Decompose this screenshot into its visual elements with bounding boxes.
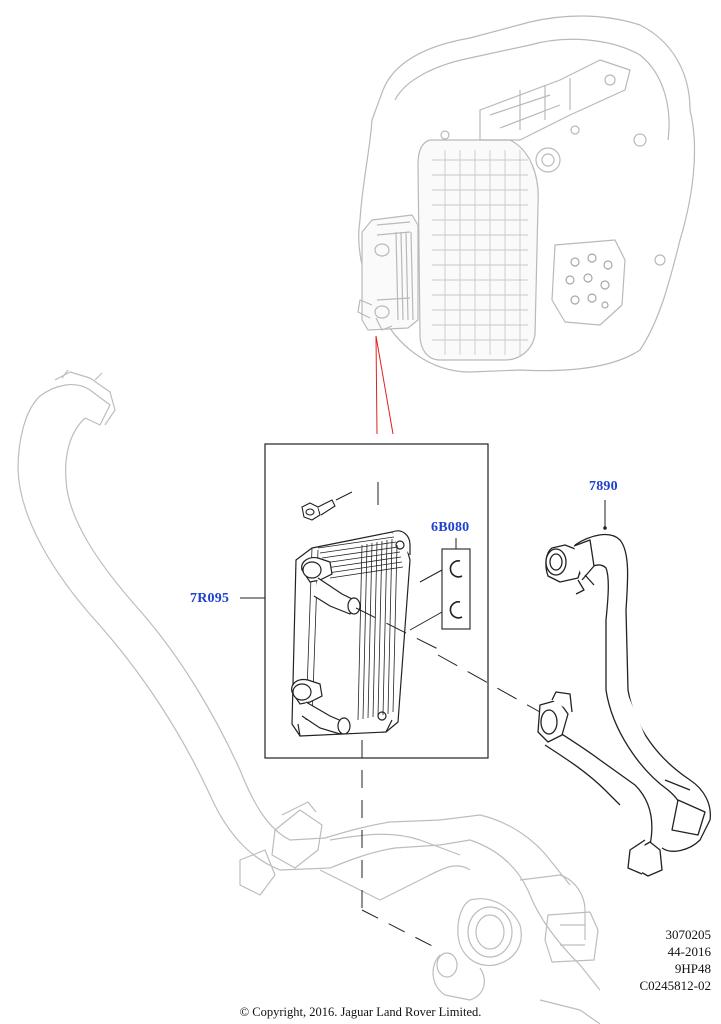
reference-line-1: 3070205 — [665, 927, 712, 942]
reference-line-4: C0245812-02 — [639, 978, 712, 993]
reference-block: 3070205 44-2016 9HP48 C0245812-02 — [640, 926, 712, 994]
oil-cooler-tube — [537, 533, 711, 877]
callout-7R095: 7R095 — [190, 591, 230, 606]
reference-line-3: 9HP48 — [674, 961, 711, 976]
lower-fitting — [291, 678, 351, 735]
copyright-notice: © Copyright, 2016. Jaguar Land Rover Lim… — [239, 1005, 482, 1019]
leader-7890-dot — [603, 526, 607, 530]
callout-6B080: 6B080 — [431, 520, 470, 535]
radiator-hose — [17, 369, 601, 1024]
o-ring-upper-icon — [449, 560, 463, 578]
callout-7890: 7890 — [589, 479, 618, 494]
transmission-assembly — [357, 15, 696, 373]
reference-line-2: 44-2016 — [667, 944, 711, 959]
cooler-detail-box — [264, 443, 541, 951]
leader-lines-red — [375, 335, 394, 435]
bolt-icon — [301, 499, 336, 521]
o-ring-lower-icon — [449, 601, 463, 619]
upper-fitting — [301, 557, 361, 615]
